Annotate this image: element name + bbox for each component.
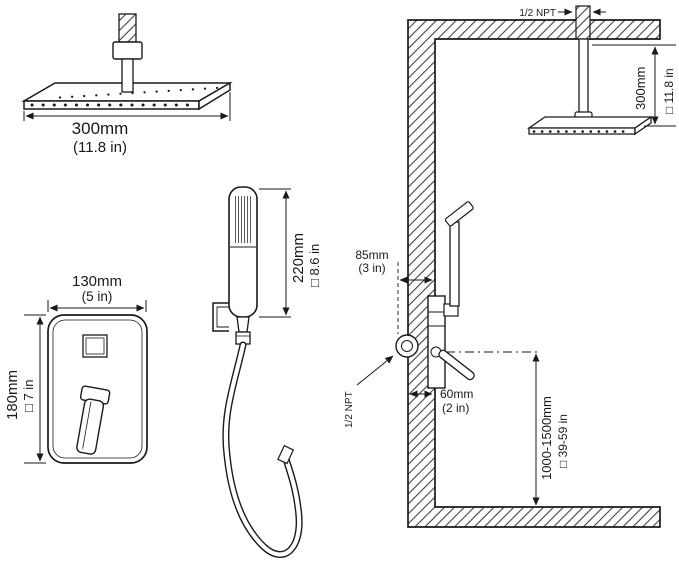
head-inlet-fitting <box>118 13 137 43</box>
head-front-face <box>23 100 200 110</box>
valve-trim-bar <box>427 295 446 389</box>
holder-cradle-arm <box>444 201 474 227</box>
spray-face-lines <box>233 196 253 243</box>
hand-shower-holder-tube <box>449 221 460 307</box>
head-side-face <box>198 81 231 111</box>
plate-height-label-in: □ 7 in <box>21 380 36 412</box>
wand-holder-bracket <box>212 302 229 332</box>
valve-trim-plate-detail: 130mm (5 in) 180mm □ 7 in <box>4 273 148 464</box>
ceiling-drop-label-in: □ 11.8 in <box>662 68 676 114</box>
holder-cradle <box>444 201 474 227</box>
install-height-label-mm: 1000-1500mm <box>539 396 554 480</box>
depth-label-in: (3 in) <box>358 261 385 275</box>
hose-end-nut <box>277 444 295 465</box>
lever-bar <box>76 398 105 455</box>
hand-shower-detail: 220mm □ 8.6 in <box>212 186 322 558</box>
offset-label-in: (2 in) <box>442 401 469 415</box>
ceiling-supply-stub <box>575 5 591 40</box>
install-height-label-in: □ 39-59 in <box>556 414 570 468</box>
rough-in-valve-center <box>401 340 413 352</box>
offset-label-mm: 60mm <box>440 387 473 401</box>
valve-lever-handle <box>76 385 111 455</box>
wall-valve-lever <box>438 349 475 381</box>
wall-valve-lever-bar <box>438 349 475 381</box>
diverter-button <box>82 334 108 358</box>
head-stem-neck <box>121 58 134 93</box>
ceiling-shower-stem <box>578 38 589 116</box>
head-width-label-mm: 300mm <box>72 119 129 138</box>
shower-hose-inner <box>223 342 302 557</box>
plate-height-label-mm: 180mm <box>4 370 21 420</box>
wall-section-view: 1/2 NPT 300mm □ 11.8 in 85mm (3 in) 1/2 … <box>344 5 676 528</box>
plate-width-label-in: (5 in) <box>82 289 113 304</box>
wand-length-label-in: □ 8.6 in <box>307 244 322 287</box>
npt-valve-leader <box>356 355 394 386</box>
plate-width-label-mm: 130mm <box>72 273 122 290</box>
hose-end-fitting <box>277 444 295 465</box>
hose-connector-cone <box>236 316 250 333</box>
diverter-button-inner <box>85 337 105 355</box>
rain-shower-head-detail: 300mm (11.8 in) <box>21 13 233 156</box>
lever-shading <box>82 401 92 449</box>
npt-top-label: 1/2 NPT <box>519 8 556 19</box>
depth-label-mm: 85mm <box>355 248 388 262</box>
wand-length-label-mm: 220mm <box>290 233 307 283</box>
rough-in-valve-body <box>395 334 419 358</box>
head-mount-collar <box>112 41 143 60</box>
wand-holder-bracket-inner <box>216 306 229 328</box>
npt-valve-label: 1/2 NPT <box>344 391 355 428</box>
ceiling-head-side-face <box>634 115 652 136</box>
head-width-label-in: (11.8 in) <box>73 139 127 156</box>
trim-plate-bevel <box>52 319 143 459</box>
wall-ceiling-floor-section <box>407 19 661 528</box>
ceiling-drop-label-mm: 300mm <box>633 67 648 110</box>
ceiling-head-top-face <box>526 116 654 129</box>
